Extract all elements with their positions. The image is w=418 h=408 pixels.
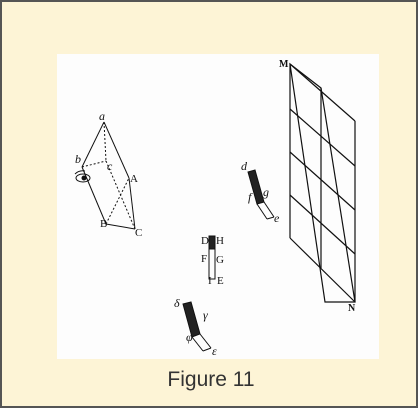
label-phi: φ (186, 330, 193, 344)
edge-C-A (128, 177, 136, 230)
edge-b-B (81, 166, 107, 225)
label-c: c (107, 159, 113, 173)
rod-right-epsilon (199, 333, 212, 349)
object-delta-gamma (182, 301, 212, 352)
bar-FG (208, 248, 216, 280)
grid-horizontal-1 (289, 108, 356, 167)
edge-B-C (105, 223, 136, 230)
label-b: b (75, 152, 81, 166)
grid-bottom-edge (289, 237, 356, 303)
label-a: a (99, 109, 105, 123)
eye-icon (74, 170, 91, 183)
parallelogram-figure (81, 121, 136, 230)
label-A: A (130, 173, 138, 185)
dotted-a-c (103, 121, 107, 162)
hatched-block-DH (208, 235, 216, 250)
label-I: I (208, 275, 212, 287)
label-N: N (348, 303, 356, 314)
object-d-g (247, 169, 275, 220)
label-G: G (216, 254, 224, 266)
label-epsilon: ε (212, 344, 217, 358)
rod-left-e (256, 203, 268, 220)
grid-horizontal-2 (289, 151, 356, 211)
label-delta: δ (174, 296, 180, 310)
label-C: C (135, 227, 142, 239)
rod-left-epsilon (191, 336, 204, 352)
edge-a-b (81, 121, 105, 168)
figure-diagram: a b c A B C d g f e D H F G I E δ γ φ ε … (74, 59, 356, 358)
label-D: D (201, 235, 209, 247)
label-d: d (241, 159, 248, 173)
label-E: E (217, 275, 224, 287)
rod-end-epsilon (202, 347, 212, 352)
figure-caption: Figure 11 (167, 368, 255, 391)
grid-outline (289, 62, 356, 303)
label-gamma: γ (203, 308, 208, 322)
dotted-b-c (81, 160, 107, 168)
label-M: M (279, 59, 289, 70)
label-F: F (201, 253, 207, 265)
object-D-H (208, 235, 216, 280)
label-e: e (274, 211, 280, 225)
dotted-B-A (105, 177, 130, 225)
engraving-plate: a b c A B C d g f e D H F G I E δ γ φ ε … (57, 54, 379, 359)
rod-right-e (263, 201, 275, 218)
label-g: g (263, 185, 269, 199)
rod-end-e (266, 216, 275, 220)
label-B: B (100, 218, 107, 230)
label-H: H (216, 235, 224, 247)
grid-top-edge (289, 63, 356, 122)
label-f: f (248, 190, 253, 204)
grid-plane-MN (289, 62, 356, 303)
grid-horizontal-3 (289, 194, 356, 255)
edge-A-a (103, 121, 130, 179)
